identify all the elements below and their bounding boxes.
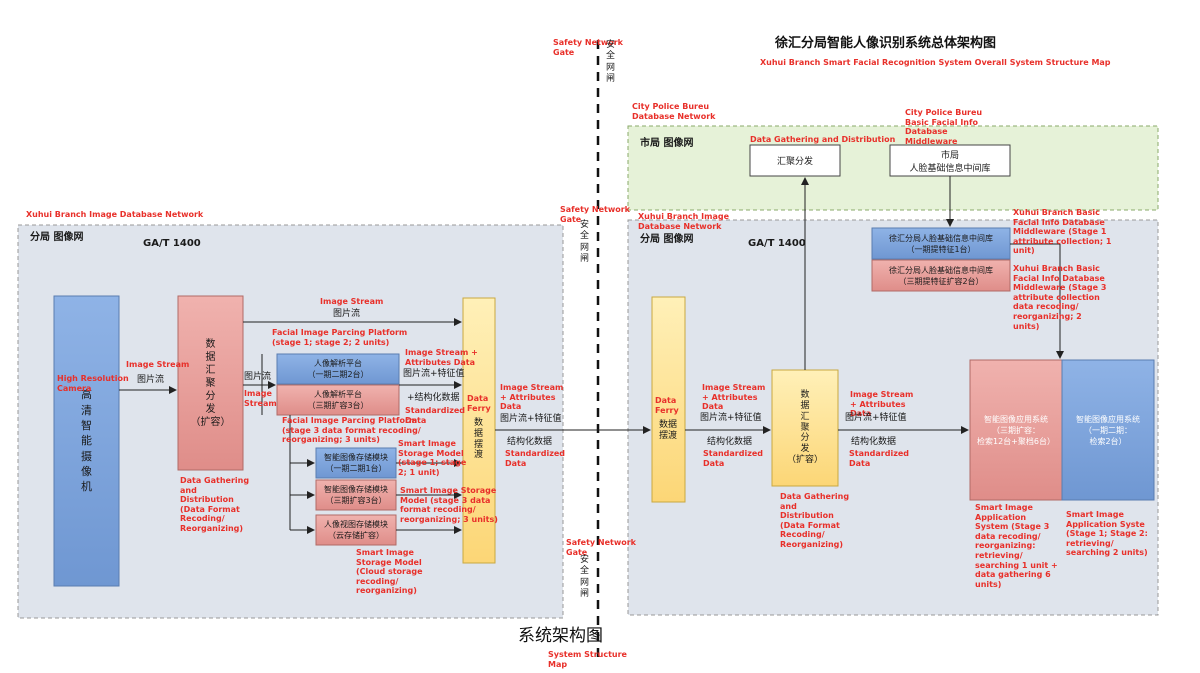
store3-label: 人像视图存储模块 （云存储扩容） xyxy=(324,520,388,540)
right-gather-label: 数 据 汇 聚 分 发 （扩容） xyxy=(786,390,823,465)
gate-top-cn: 安 全 网 闸 xyxy=(606,40,616,84)
right-in-struct-en: Standardized Data xyxy=(703,449,764,468)
left-region-cn: 分局 图像网 xyxy=(30,232,84,243)
fp2-label: 人像解析平台 （三期扩容3台） xyxy=(307,390,369,410)
attr-cn: 图片流+特征值 xyxy=(403,369,465,379)
left-ferry-en: Data Ferry xyxy=(467,394,491,413)
mw1-label: 徐汇分局人脸基础信息中间库 （一期提特征1台） xyxy=(889,233,993,254)
fp1-box xyxy=(276,353,400,385)
camera-box xyxy=(53,295,120,587)
gate-bottom-en: Safety Network Gate xyxy=(566,538,636,557)
city-basic-label: 市局 人脸基础信息中间库 xyxy=(909,150,991,174)
app1-box xyxy=(969,359,1063,501)
left-protocol: GA/T 1400 xyxy=(143,238,201,249)
left-gather-label: 数 据 汇 聚 分 发 （扩容） xyxy=(190,338,231,428)
right-ferry-box xyxy=(651,296,686,503)
left-ferry-box xyxy=(462,297,496,564)
top-stream-en: Image Stream xyxy=(320,297,384,306)
stream2-cn: 图片流 xyxy=(244,372,272,382)
right-out-struct-en: Standardized Data xyxy=(849,449,910,468)
store1-label: 智能图像存储模块 （一期二期1台） xyxy=(324,453,388,473)
city-dist-box xyxy=(749,144,841,177)
store2-label: 智能图像存储模块 （三期扩容3台） xyxy=(324,485,388,505)
city-basic-en: City Police Bureu Basic Facial Info Data… xyxy=(905,108,983,146)
store1-en: Smart Image Storage Model (stage 1; stag… xyxy=(398,439,467,477)
attr-en: Image Stream + Attributes Data xyxy=(405,348,478,367)
city-basic-box xyxy=(889,144,1011,177)
left-out-struct-en: Standardized Data xyxy=(505,449,566,468)
right-region-en: Xuhui Branch Image Database Network xyxy=(638,212,730,231)
title-en: Xuhui Branch Smart Facial Recognition Sy… xyxy=(760,58,1111,67)
right-out-struct-cn: 结构化数据 xyxy=(851,437,897,447)
struct-en: Standardized Data xyxy=(405,406,466,425)
stream1-en: Image Stream xyxy=(126,360,190,369)
right-out-en: Image Stream + Attributes Data xyxy=(850,390,914,419)
mw2-en: Xuhui Branch Basic Facial Info Database … xyxy=(1013,264,1107,331)
fp-en1: Facial Image Parcing Platform (stage 1; … xyxy=(272,328,408,347)
left-ferry-cn: 数 据 摆 渡 xyxy=(474,418,484,461)
right-gather-en: Data Gathering and Distribution (Data Fo… xyxy=(780,492,850,549)
app1-label: 智能图像应用系统 （三期扩容： 检索12台+聚档6台） xyxy=(977,414,1055,446)
store2-en: Smart Image Storage Model (stage 3 data … xyxy=(400,486,498,524)
right-gather-box xyxy=(771,369,839,487)
store3-en: Smart Image Storage Model (Cloud storage… xyxy=(356,548,423,596)
city-region-cn: 市局 图像网 xyxy=(640,138,694,149)
right-region-cn: 分局 图像网 xyxy=(640,234,694,245)
gate-top-en: Safety Network Gate xyxy=(553,38,623,57)
stream1-cn: 图片流 xyxy=(137,375,165,385)
mw1-en: Xuhui Branch Basic Facial Info Database … xyxy=(1013,208,1112,256)
mw2-label: 徐汇分局人脸基础信息中间库 （三期提特征扩容2台） xyxy=(889,265,993,286)
city-dist-label: 汇聚分发 xyxy=(776,157,813,167)
top-stream-cn: 图片流 xyxy=(333,309,361,319)
city-region-en: City Police Bureu Database Network xyxy=(632,102,716,121)
right-in-struct-cn: 结构化数据 xyxy=(707,437,753,447)
title-cn: 徐汇分局智能人像识别系统总体架构图 xyxy=(775,36,997,51)
bottom-title-en: System Structure Map xyxy=(548,650,627,669)
app1-en: Smart Image Application System (Stage 3 … xyxy=(975,503,1058,589)
app2-box xyxy=(1061,359,1155,501)
gate-mid-en: Safety Network Gate xyxy=(560,205,630,224)
fp-en2: Facial Image Parcing Platform (stage 3 d… xyxy=(282,416,421,445)
left-gather-box xyxy=(177,295,244,471)
left-region-en: Xuhui Branch Image Database Network xyxy=(26,210,204,219)
left-out-struct-cn: 结构化数据 xyxy=(507,437,553,447)
right-ferry-en: Data Ferry xyxy=(655,396,679,415)
right-ferry-cn: 数据 摆渡 xyxy=(659,420,678,441)
bottom-title-cn: 系统架构图 xyxy=(518,626,603,646)
stream2-en: Image Stream xyxy=(244,389,277,408)
app2-en: Smart Image Application Syste (Stage 1; … xyxy=(1066,510,1148,558)
app2-label: 智能图像应用系统 （一期二期： 检索2台） xyxy=(1076,414,1140,446)
right-in-en: Image Stream + Attributes Data xyxy=(702,383,766,412)
gate-mid-cn: 安 全 网 闸 xyxy=(580,220,590,264)
store1-box xyxy=(315,447,397,479)
left-gather-en: Data Gathering and Distribution (Data Fo… xyxy=(180,476,250,533)
fp2-box xyxy=(276,384,400,416)
left-out-cn: 图片流+特征值 xyxy=(500,414,562,424)
camera-label: 高 清 智 能 摄 像 机 xyxy=(81,388,92,494)
right-out-cn: 图片流+特征值 xyxy=(845,413,907,423)
right-protocol: GA/T 1400 xyxy=(748,238,806,249)
mw2-box xyxy=(871,259,1011,292)
camera-en: High Resolution Camera xyxy=(57,374,129,393)
city-dist-en: Data Gathering and Distribution xyxy=(750,135,896,144)
fp1-label: 人像解析平台 （一期二期2台） xyxy=(307,359,369,379)
right-in-cn: 图片流+特征值 xyxy=(700,413,762,423)
left-out-en: Image Stream + Attributes Data xyxy=(500,383,564,412)
gate-bottom-cn: 安 全 网 闸 xyxy=(580,555,590,599)
struct-cn: +结构化数据 xyxy=(407,393,460,403)
